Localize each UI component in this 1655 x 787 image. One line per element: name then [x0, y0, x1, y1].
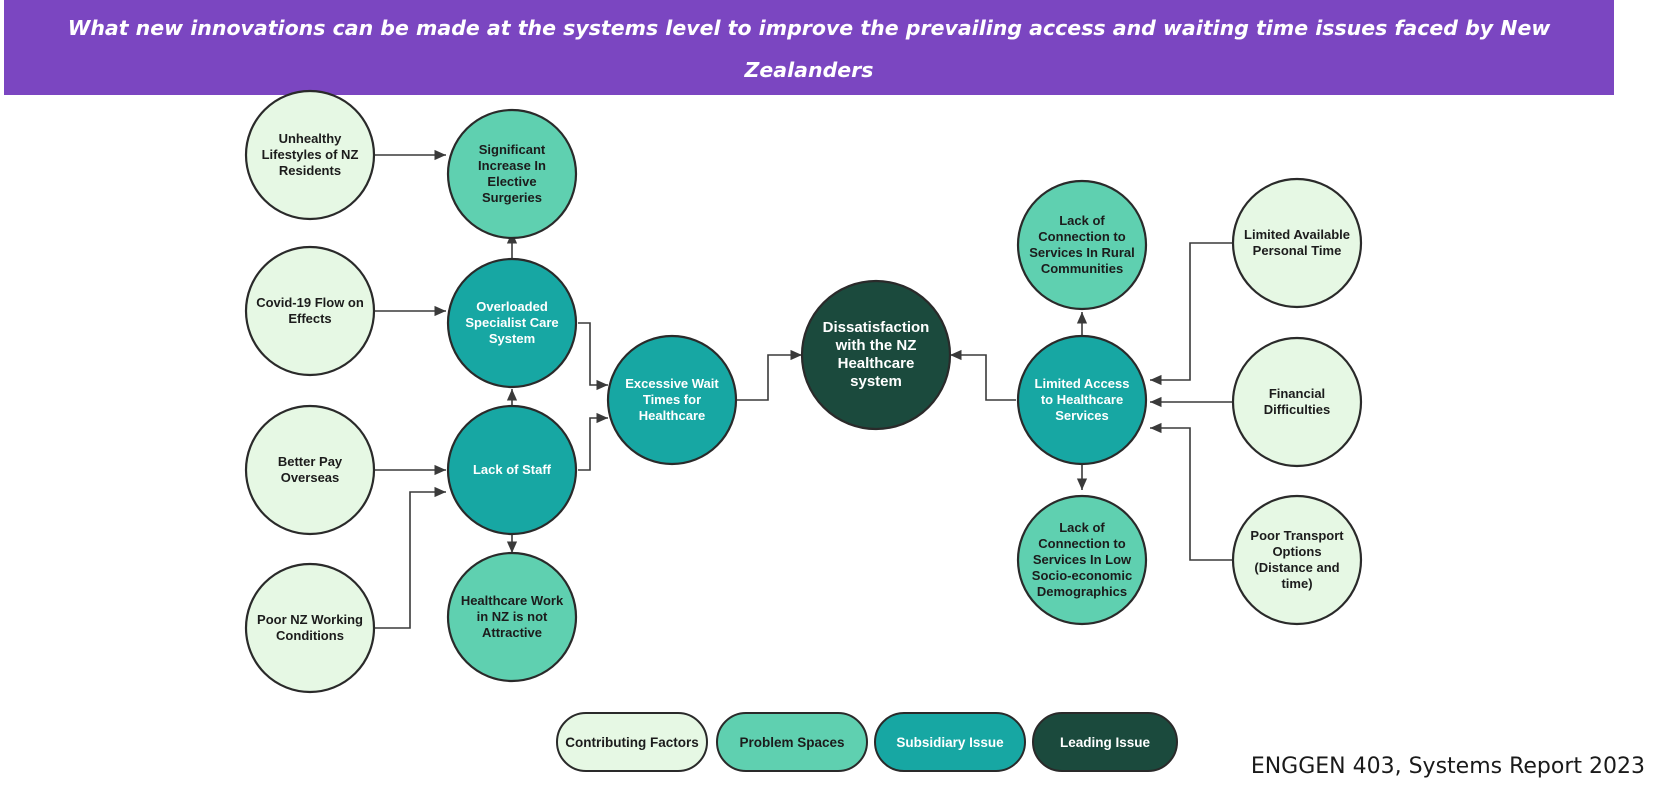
edge-excessive-to-dissatisfaction [736, 349, 802, 401]
legend-subsidiary-issue: Subsidiary Issue [874, 712, 1026, 772]
edge-overloaded-to-excessive [578, 322, 608, 391]
node-circle-personal-time [1231, 177, 1363, 309]
node-circle-unhealthy [244, 89, 376, 221]
legend-leading-issue: Leading Issue [1032, 712, 1178, 772]
node-dissatisfaction: Dissatisfaction with the NZ Healthcare s… [822, 319, 930, 390]
edge-poorworking-to-lackstaff [374, 486, 446, 629]
banner-line-2: in our health system over the next 10-15… [530, 100, 1088, 124]
node-circle-excessive [606, 334, 738, 466]
node-limited-access: Limited Access to Healthcare Services [1034, 376, 1130, 423]
node-covid-effects: Covid-19 Flow on Effects [256, 295, 364, 326]
legend-contributing-factors: Contributing Factors [556, 712, 708, 772]
footer-citation: ENGGEN 403, Systems Report 2023 [1250, 754, 1645, 779]
node-circle-dissatisfaction [800, 279, 952, 431]
node-limited-personal-time: Limited Available Personal Time [1244, 227, 1350, 258]
node-circle-elective [446, 108, 578, 240]
node-unhealthy-lifestyles: Unhealthy Lifestyles of NZ Residents [261, 131, 359, 178]
banner-line-1: What new innovations can be made at the … [67, 16, 1551, 82]
node-elective-surgeries: Significant Increase In Elective Surgeri… [478, 142, 546, 205]
node-better-pay-overseas: Better Pay Overseas [277, 454, 343, 485]
node-circle-overloaded [446, 257, 578, 389]
node-rural-communities: Lack of Connection to Services In Rural … [1029, 213, 1135, 276]
node-poor-transport: Poor Transport Options (Distance and tim… [1250, 528, 1344, 591]
node-lack-of-staff: Lack of Staff [472, 462, 551, 477]
edge-personaltime-to-limited [1150, 242, 1233, 386]
node-circle-covid [244, 245, 376, 377]
connector-lines [374, 149, 1233, 629]
node-financial-difficulties: Financial Difficulties [1263, 386, 1331, 417]
node-low-socioeconomic: Lack of Connection to Services In Low So… [1031, 520, 1133, 599]
node-circle-low-socio [1016, 494, 1148, 626]
node-circle-better-pay [244, 404, 376, 536]
node-overloaded-specialist-care: Overloaded Specialist Care System [465, 299, 559, 346]
node-circle-transport [1231, 494, 1363, 626]
node-healthcare-not-attractive: Healthcare Work in NZ is not Attractive [460, 593, 564, 640]
node-circle-lack-staff [446, 404, 578, 536]
edge-lackstaff-to-excessive [578, 412, 608, 471]
node-circle-rural [1016, 179, 1148, 311]
legend-problem-spaces: Problem Spaces [716, 712, 868, 772]
node-circle-poor-working [244, 562, 376, 694]
node-poor-working-conditions: Poor NZ Working Conditions [257, 612, 363, 643]
edge-limited-to-dissatisfaction [950, 349, 1016, 401]
edge-transport-to-limited [1150, 422, 1233, 561]
question-banner: What new innovations can be made at the … [4, 0, 1614, 124]
node-circle-limited-access [1016, 334, 1148, 466]
node-circle-not-attractive [446, 551, 578, 683]
node-circle-financial [1231, 336, 1363, 468]
node-excessive-wait-times: Excessive Wait Times for Healthcare [625, 376, 719, 423]
